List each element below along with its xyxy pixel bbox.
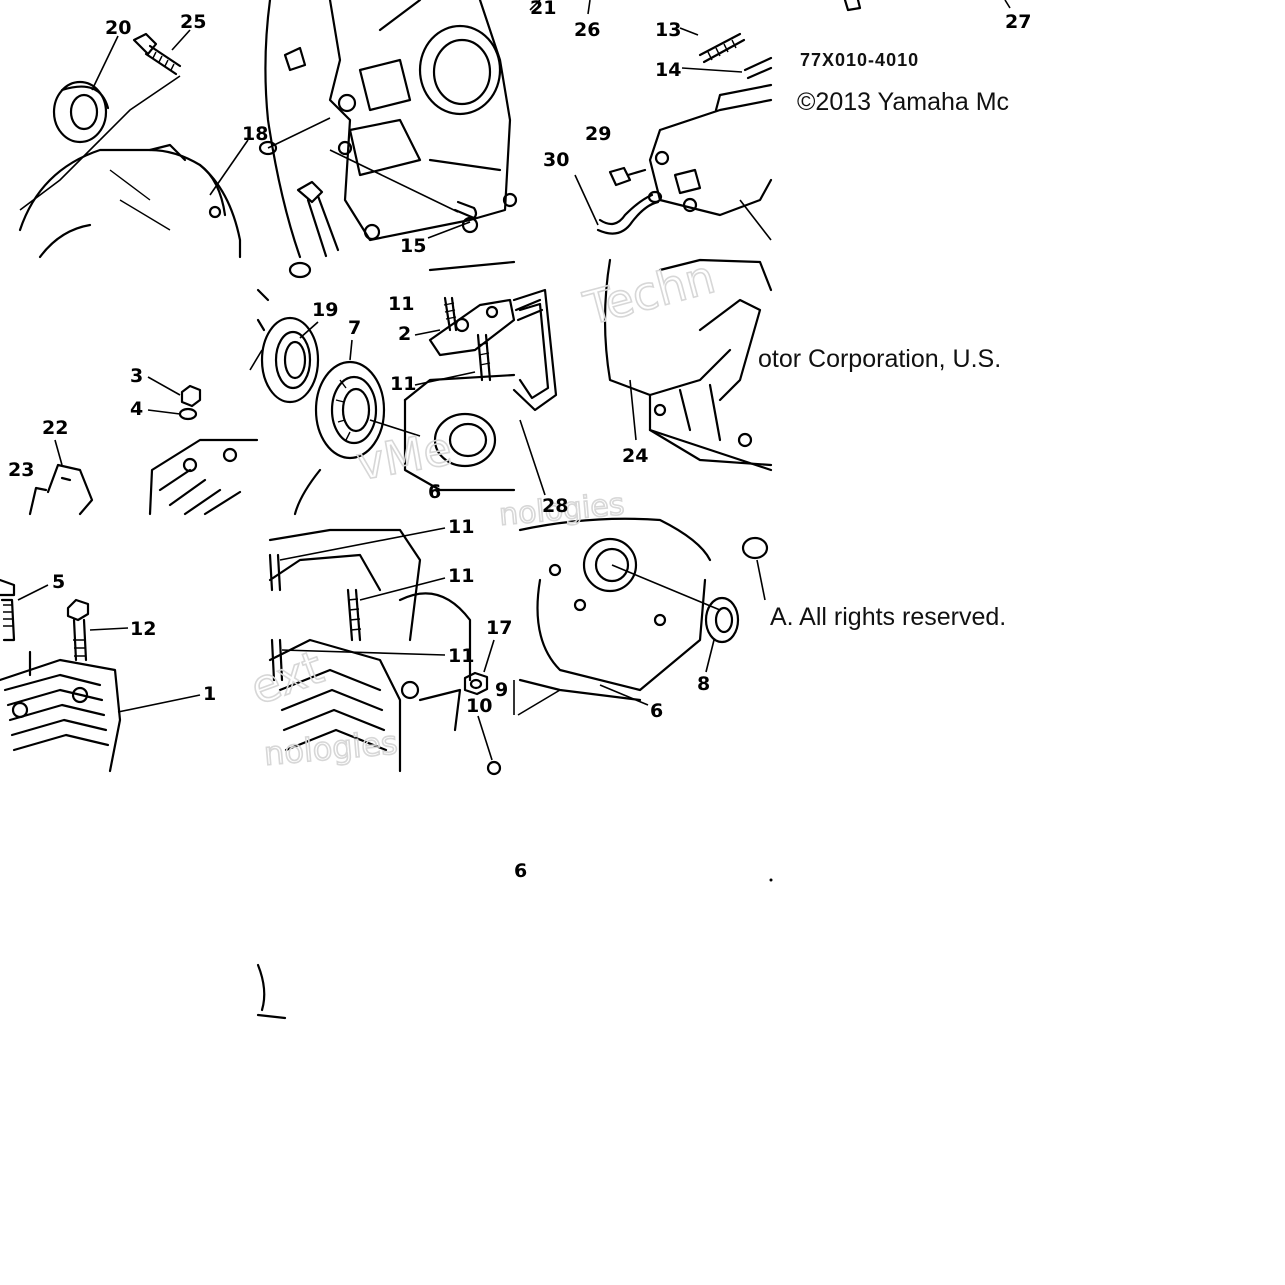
side-cover	[648, 83, 773, 217]
stud-11-d	[346, 588, 362, 642]
svg-text:Techn: Techn	[578, 249, 721, 336]
bolt-29	[608, 166, 647, 187]
callout-22: 22	[42, 417, 68, 439]
svg-text:nologies: nologies	[262, 723, 399, 773]
nut-3	[180, 384, 202, 408]
oil-seal-20	[52, 80, 110, 144]
cylinder-block	[268, 528, 472, 773]
oil-seal-8	[704, 596, 740, 644]
bolt-10	[477, 715, 502, 776]
part-23	[28, 486, 48, 516]
callout-18: 18	[242, 123, 268, 145]
callout-24: 24	[622, 445, 648, 467]
callout-2: 2	[398, 323, 411, 345]
small-part-27	[843, 0, 862, 12]
stud-11-b	[476, 333, 492, 382]
stud-11-c	[268, 553, 282, 592]
crankcase-block	[264, 0, 518, 259]
callout-11-a: 11	[448, 516, 474, 538]
bearing-19	[260, 316, 320, 404]
crankcase-lower	[293, 260, 516, 516]
callout-5: 5	[52, 571, 65, 593]
callout-23: 23	[8, 459, 34, 481]
callout-11-top: 11	[388, 293, 414, 315]
copyright-line-3: A. All rights reserved.	[770, 603, 1007, 631]
copyright-line-2: otor Corporation, U.S.	[758, 345, 1002, 373]
callout-6-b: 6	[428, 481, 441, 503]
dowel-pin	[453, 200, 478, 220]
stud-13	[698, 32, 746, 64]
part-code: 77X010-4010	[800, 50, 920, 70]
callout-11-c: 11	[448, 645, 474, 667]
callout-13: 13	[655, 19, 681, 41]
bolt-b	[296, 180, 340, 258]
spark-plug-5	[0, 578, 16, 642]
washer	[258, 140, 278, 156]
callout-9: 9	[495, 679, 508, 701]
callout-21: 21	[530, 0, 556, 19]
callout-25: 25	[180, 11, 206, 33]
clip	[256, 261, 312, 332]
callout-17: 17	[486, 617, 512, 639]
hose-30	[596, 190, 663, 235]
callout-3: 3	[130, 365, 143, 387]
stud-14	[743, 56, 773, 80]
crankcase-cover	[18, 143, 242, 259]
callout-labels: 20 25 18 15 21 26 13 14 27 29 30 19 7 2 …	[8, 0, 1031, 882]
cylinder-head-1	[0, 650, 122, 773]
callout-7: 7	[348, 317, 361, 339]
callout-29: 29	[585, 123, 611, 145]
fragment-bottom	[256, 878, 773, 1020]
bearing-7	[314, 360, 386, 460]
gasket-2	[428, 298, 516, 357]
callout-6-c: 6	[514, 860, 527, 882]
nut-17	[463, 671, 489, 696]
stud-left	[514, 298, 544, 322]
callout-1: 1	[203, 683, 216, 705]
gasket-28	[512, 288, 558, 412]
callout-10: 10	[466, 695, 492, 717]
callout-12: 12	[130, 618, 156, 640]
copyright-line-1: ©2013 Yamaha Mc	[797, 88, 1010, 116]
callout-11-b: 11	[448, 565, 474, 587]
bolt-25	[132, 32, 182, 76]
stud-11-a	[443, 296, 458, 332]
callout-27: 27	[1005, 11, 1031, 33]
callout-19: 19	[312, 299, 338, 321]
plug-cap-22	[46, 463, 94, 516]
side-cover-24	[603, 258, 773, 472]
callout-8: 8	[697, 673, 710, 695]
stud-11-e	[270, 638, 284, 682]
callout-4: 4	[130, 398, 143, 420]
crankcase-housing	[518, 517, 712, 702]
washer-4	[178, 407, 198, 421]
bolt-12	[66, 598, 90, 662]
callout-30: 30	[543, 149, 569, 171]
cylinder-head-top	[148, 438, 259, 516]
callout-28: 28	[542, 495, 568, 517]
plug-small	[741, 536, 769, 560]
callout-26: 26	[574, 19, 600, 41]
callout-14: 14	[655, 59, 681, 81]
callout-20: 20	[105, 17, 131, 39]
callout-11-mid: 11	[390, 373, 416, 395]
callout-15: 15	[400, 235, 426, 257]
callout-6: 6	[650, 700, 663, 722]
